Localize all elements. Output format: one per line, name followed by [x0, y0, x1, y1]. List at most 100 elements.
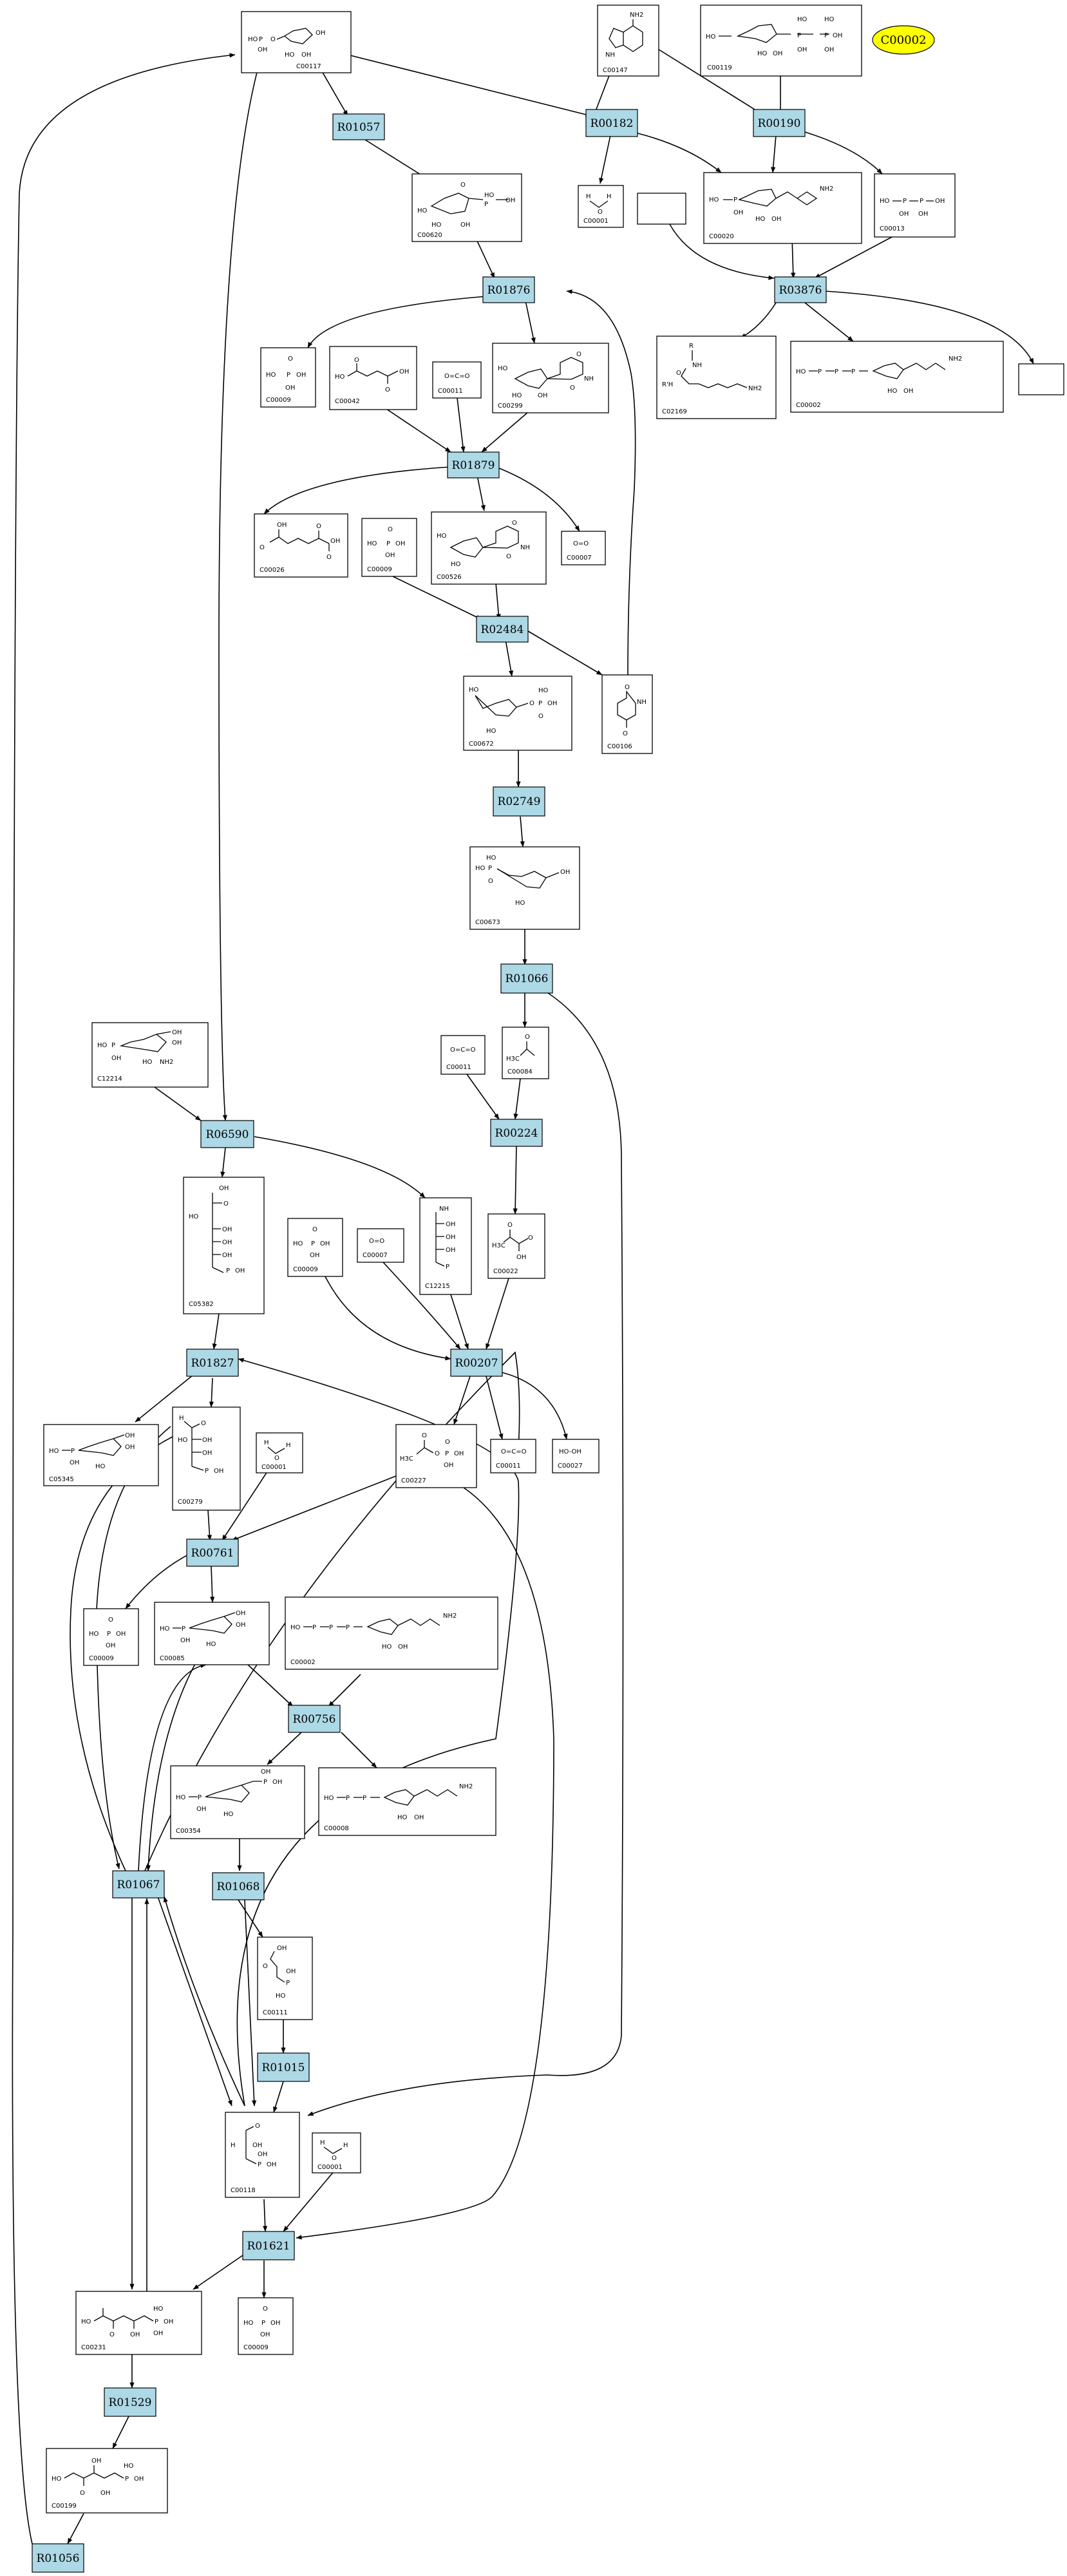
reaction-R01015[interactable]: R01015	[257, 2052, 310, 2082]
reaction-R01621[interactable]: R01621	[242, 2231, 295, 2260]
c12215-bonds	[435, 1212, 445, 1267]
reaction-R00761[interactable]: R00761	[186, 1539, 239, 1567]
reaction-R01068[interactable]: R01068	[212, 1872, 265, 1900]
atom-oh: OH	[316, 30, 325, 37]
reaction-R01066[interactable]: R01066	[500, 963, 553, 994]
atom-ho: HO	[367, 540, 377, 547]
compound-C00001[interactable]: H O H C00001	[578, 185, 624, 228]
atom-oh: OH	[771, 216, 781, 223]
compound-C00299[interactable]: O NH O HO HO OH C00299	[492, 343, 609, 413]
compound-C00672[interactable]: HO O P OH HO O HO C00672	[463, 676, 572, 751]
compound-C00354[interactable]: HO P P OH OH OH HO C00354	[170, 1765, 305, 1839]
atom-o: O	[460, 182, 466, 189]
compound-C00007-a[interactable]: O=O C00007	[561, 531, 606, 565]
atom-p: P	[107, 1631, 111, 1638]
ru5p-bonds	[64, 2465, 124, 2486]
reaction-R02484[interactable]: R02484	[476, 616, 529, 643]
compound-C00011-c[interactable]: O=C=O C00011	[490, 1439, 536, 1473]
compound-C00199[interactable]: HO P OH HO OH O OH C00199	[46, 2448, 168, 2514]
compound-C00002-top[interactable]: HO P P P NH2 HO OH C00002	[790, 341, 1004, 413]
reaction-R01529[interactable]: R01529	[104, 2387, 156, 2417]
reaction-R00182[interactable]: R00182	[585, 109, 638, 137]
compound-C00007-b[interactable]: O=O C00007	[357, 1228, 404, 1263]
atom-o: O	[435, 1450, 440, 1457]
compound-C00119[interactable]: HO HO HO P P OH OH OH HO OH C00119	[700, 5, 862, 77]
reaction-R01067[interactable]: R01067	[112, 1870, 165, 1899]
compound-C00009-b[interactable]: O HO P OH OH C00009	[361, 518, 417, 577]
compound-unlabeled-1[interactable]	[637, 193, 686, 225]
reaction-R01827[interactable]: R01827	[186, 1349, 239, 1377]
compound-id: C00085	[160, 1655, 185, 1662]
compound-C02169[interactable]: R NH R'H O NH2 C02169	[656, 336, 777, 419]
atom-p: P	[446, 1264, 449, 1271]
reaction-R02749[interactable]: R02749	[493, 786, 545, 817]
compound-C00117[interactable]: HO P O OH OH HO OH C00117	[241, 11, 352, 73]
compound-C00008[interactable]: HO P P NH2 HO OH C00008	[318, 1767, 496, 1836]
reaction-R00756[interactable]: R00756	[288, 1705, 341, 1733]
compound-C00111[interactable]: OH O OH P HO C00111	[257, 1937, 313, 2020]
compound-C00001-b[interactable]: H O H C00001	[256, 1432, 303, 1473]
compound-C00620[interactable]: O HO P OH HO HO OH C00620	[411, 173, 522, 242]
reaction-R01056[interactable]: R01056	[32, 2543, 84, 2573]
compound-C00009-a[interactable]: O HO P OH OH C00009	[260, 347, 316, 408]
reaction-R01057[interactable]: R01057	[332, 113, 385, 140]
compound-C00673[interactable]: HO HO P O OH HO C00673	[469, 846, 580, 930]
compound-C00022[interactable]: O H3C O OH C00022	[487, 1213, 545, 1279]
reaction-label: R01621	[247, 2240, 290, 2253]
edge-R00190-C00013	[804, 131, 883, 175]
compound-C00106[interactable]: O NH O C00106	[601, 674, 653, 754]
compound-C00002-bottom[interactable]: HO P P P NH2 HO OH C00002	[285, 1596, 498, 1670]
compound-C00027[interactable]: HO-OH C00027	[552, 1439, 600, 1473]
compound-C00118[interactable]: O H OH P OH OH C00118	[225, 2112, 300, 2198]
compound-C00526[interactable]: O NH O HO HO C00526	[431, 511, 547, 585]
atom-oh: OH	[111, 1055, 121, 1062]
reaction-label: R01529	[109, 2396, 152, 2409]
compound-C00020[interactable]: HO P NH2 OH HO OH C00020	[703, 172, 862, 244]
atom-h: H	[286, 1442, 291, 1449]
reaction-R01876[interactable]: R01876	[482, 276, 535, 303]
compound-C05382[interactable]: OH O HO OH OH OH P OH C05382	[183, 1177, 265, 1314]
reaction-R01879[interactable]: R01879	[447, 451, 500, 478]
compound-C00001-c[interactable]: H O H C00001	[312, 2132, 361, 2174]
compound-C00085[interactable]: HO P OH OH OH HO C00085	[154, 1602, 270, 1665]
compound-C00227[interactable]: O H3C O P OH O OH C00227	[395, 1424, 477, 1488]
reaction-R00207[interactable]: R00207	[450, 1349, 503, 1377]
reaction-R00224[interactable]: R00224	[490, 1119, 543, 1147]
compound-C00011-b[interactable]: O=C=O C00011	[440, 1035, 486, 1075]
atom-p: P	[488, 865, 492, 872]
atom-ho: HO	[142, 1059, 153, 1066]
atom-oh: OH	[202, 1437, 212, 1444]
compound-id: C00001	[317, 2164, 343, 2171]
reaction-R06590[interactable]: R06590	[200, 1120, 254, 1148]
compound-C12215[interactable]: NH OH OH OH P C12215	[419, 1197, 472, 1295]
compound-C00231[interactable]: HO P OH HO OH O OH C00231	[75, 2291, 202, 2355]
compound-C00009-d[interactable]: O HO P OH OH C00009	[83, 1608, 139, 1666]
atom-p: P	[824, 32, 828, 39]
compound-C00147[interactable]: NH2 NH C00147	[597, 5, 659, 77]
compound-C00042[interactable]: HO OH O O C00042	[329, 346, 417, 410]
compound-C00279[interactable]: H O HO OH OH P OH C00279	[172, 1406, 241, 1511]
compound-C00009-e[interactable]: O HO P OH OH C00009	[238, 2297, 294, 2355]
edge-C00002-R00756	[328, 1674, 361, 1707]
compound-C12214[interactable]: HO P OH OH OH HO NH2 C12214	[91, 1022, 209, 1088]
compound-unlabeled-2[interactable]	[1018, 363, 1064, 395]
atom-ho: HO	[486, 855, 496, 862]
compound-C00013[interactable]: HO P P OH OH OH C00013	[874, 173, 956, 238]
atom-oh: OH	[202, 1450, 212, 1457]
reaction-label: R01827	[191, 1357, 234, 1370]
atom-o: O	[270, 36, 276, 43]
edge-R00182-C00001	[599, 135, 611, 184]
reaction-R00190[interactable]: R00190	[753, 109, 806, 137]
compound-C00011-a[interactable]: O=C=O C00011	[432, 361, 482, 399]
compound-C05345[interactable]: HO P OH OH OH HO C05345	[43, 1424, 159, 1486]
compound-id: C00011	[438, 388, 463, 395]
ring-bonds	[276, 28, 313, 44]
edge-C00526-R02484	[495, 582, 501, 620]
highlight-badge-C00002[interactable]: C00002	[872, 25, 935, 55]
compound-C00009-c[interactable]: O HO P OH OH C00009	[287, 1218, 343, 1277]
compound-C00026[interactable]: OH O OH O O C00026	[254, 513, 348, 578]
compound-C00084[interactable]: O H3C C00084	[502, 1027, 549, 1079]
atom-ho: HO	[538, 687, 549, 694]
compound-id: C00227	[401, 1477, 426, 1484]
reaction-R03876[interactable]: R03876	[774, 276, 827, 303]
